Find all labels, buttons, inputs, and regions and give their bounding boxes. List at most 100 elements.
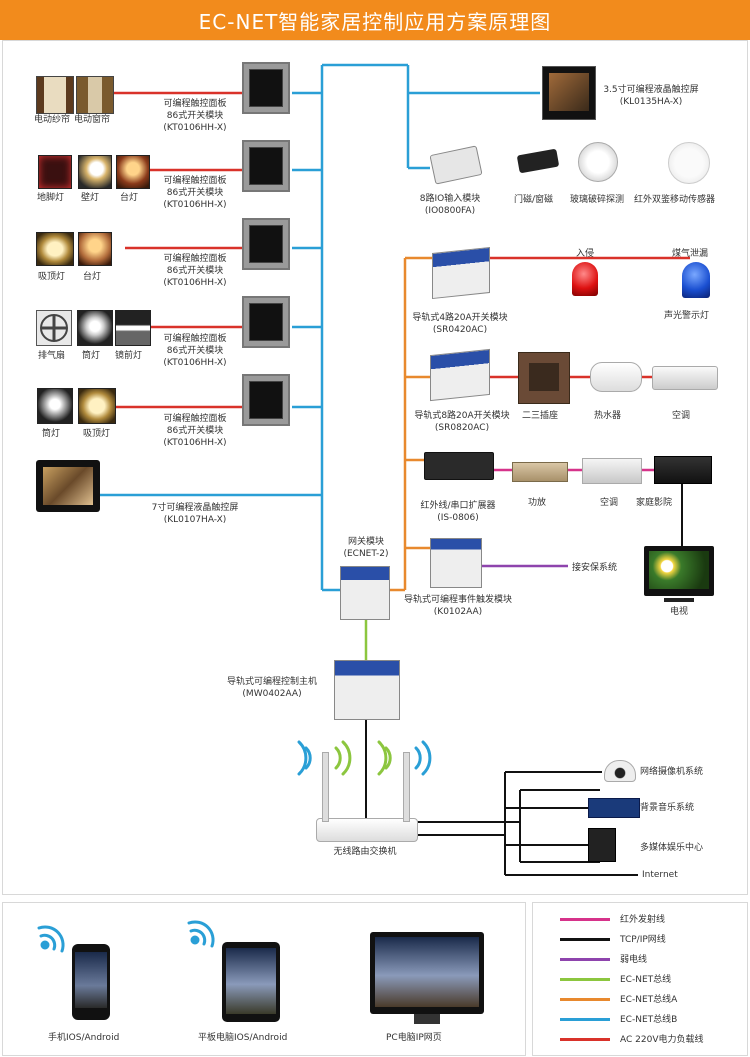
intrusion-alarm-light (572, 262, 598, 296)
lcd-35-screen[interactable] (542, 66, 596, 120)
router-label: 无线路由交换机 (333, 847, 397, 857)
device-label: 吸顶灯 (38, 272, 66, 282)
gas-leak-label: 煤气泄漏 (672, 249, 709, 259)
legend-frame (532, 902, 748, 1056)
gateway-label: 网关模块(ECNET-2) (343, 537, 389, 559)
tv-image (644, 546, 714, 596)
socket-image (518, 352, 570, 404)
tablet-image (222, 942, 280, 1022)
alarm-light-label: 声光警示灯 (664, 311, 710, 321)
ac-unit-image (582, 458, 642, 484)
downlight-image (77, 310, 113, 346)
legend-swatch (560, 1038, 610, 1041)
media-center-image (588, 828, 616, 862)
lcd-7-label: 7寸可编程液晶触控屏(KL0107HA-X) (151, 503, 239, 525)
lcd-35-label: 3.5寸可编程液晶触控屏(KL0135HA-X) (603, 85, 699, 107)
sr0820-device-label: 热水器 (594, 411, 622, 421)
sr0820-device-label: 空调 (672, 411, 691, 421)
sr0820-label: 导轨式8路20A开关模块(SR0820AC) (414, 411, 510, 433)
network-label: 多媒体娱乐中心 (640, 843, 704, 853)
device-label: 电动纱帘 (34, 115, 71, 125)
phone-image (72, 944, 110, 1020)
device-label: 电动窗帘 (74, 115, 111, 125)
device-label: 吸顶灯 (83, 429, 111, 439)
client-label: 手机IOS/Android (48, 1033, 120, 1043)
gas-alarm-light (682, 262, 710, 298)
legend-label: EC-NET总线 (620, 975, 672, 985)
wall-light-image (78, 155, 112, 189)
ac-power-lines (112, 91, 690, 409)
device-label: 镜前灯 (115, 351, 143, 361)
curtain-image (76, 76, 114, 114)
legend-label: 弱电线 (620, 955, 648, 965)
touch-panel-2[interactable] (242, 140, 290, 192)
client-label: PC电脑IP网页 (386, 1033, 442, 1043)
page-title: EC-NET智能家居控制应用方案原理图 (198, 10, 552, 34)
io-module-label: 8路IO输入模块(IO0800FA) (419, 194, 481, 216)
legend-label: AC 220V电力负载线 (620, 1035, 704, 1045)
is-device-label: 功放 (528, 498, 547, 508)
touch-panel-5[interactable] (242, 374, 290, 426)
device-label: 台灯 (83, 272, 102, 282)
motion-sensor (668, 142, 710, 184)
sensor-label: 红外双鉴移动传感器 (634, 195, 716, 205)
device-label: 筒灯 (82, 351, 101, 361)
table-lamp-image (116, 155, 150, 189)
legend-label: TCP/IP网线 (620, 935, 666, 945)
ac-unit-image (652, 366, 718, 390)
legend-label: 红外发射线 (620, 915, 666, 925)
is0806-label: 红外线/串口扩展器(IS-0806) (420, 501, 496, 523)
is0806-expander (424, 452, 494, 480)
ecnet-bus-a-lines (388, 256, 432, 592)
router-antenna-right (403, 752, 410, 822)
k0102-module (430, 538, 482, 588)
lcd-7-screen[interactable] (36, 460, 100, 512)
client-label: 平板电脑IOS/Android (198, 1033, 288, 1043)
sr0420-label: 导轨式4路20A开关模块(SR0420AC) (412, 313, 508, 335)
glass-break-detector (578, 142, 618, 182)
k0102-label: 导轨式可编程事件触发模块(K0102AA) (403, 595, 512, 617)
network-label: Internet (642, 870, 678, 880)
pc-monitor-image (370, 932, 484, 1014)
legend-label: EC-NET总线B (620, 1015, 678, 1025)
host-label: 导轨式可编程控制主机(MW0402AA) (226, 677, 317, 699)
sensor-label: 门磁/窗磁 (514, 195, 554, 205)
title-bar: EC-NET智能家居控制应用方案原理图 (0, 0, 750, 40)
is-device-label: 空调 (600, 498, 619, 508)
amplifier-image (512, 462, 568, 482)
legend-swatch (560, 998, 610, 1001)
legend-swatch (560, 978, 610, 981)
table-lamp-image (78, 232, 112, 266)
ceiling-light-image (78, 388, 116, 424)
exhaust-fan-image (36, 310, 72, 346)
music-system-image (588, 798, 640, 818)
tv-stand (664, 598, 694, 602)
network-label: 网络摄像机系统 (640, 767, 704, 777)
legend-label: EC-NET总线A (620, 995, 678, 1005)
device-label: 排气扇 (38, 351, 66, 361)
water-heater-image (590, 362, 642, 392)
sr0820-device-label: 二三插座 (522, 411, 559, 421)
touch-panel-4[interactable] (242, 296, 290, 348)
router-antenna-left (322, 752, 329, 822)
legend-swatch (560, 958, 610, 961)
router-device (316, 818, 418, 842)
sensor-label: 玻璃破碎探测 (570, 195, 625, 205)
ecnet-bus-b-lines (100, 63, 540, 592)
touch-panel-3[interactable] (242, 218, 290, 270)
intrusion-label: 入侵 (576, 249, 595, 259)
main-diagram-frame (2, 40, 748, 895)
legend-swatch (560, 1018, 610, 1021)
home-theater-image (654, 456, 712, 484)
device-label: 壁灯 (81, 193, 100, 203)
downlight-image (37, 388, 73, 424)
pc-monitor-stand (414, 1014, 440, 1024)
touch-panel-1[interactable] (242, 62, 290, 114)
gateway-module (340, 566, 390, 620)
mirror-light-image (115, 310, 151, 346)
